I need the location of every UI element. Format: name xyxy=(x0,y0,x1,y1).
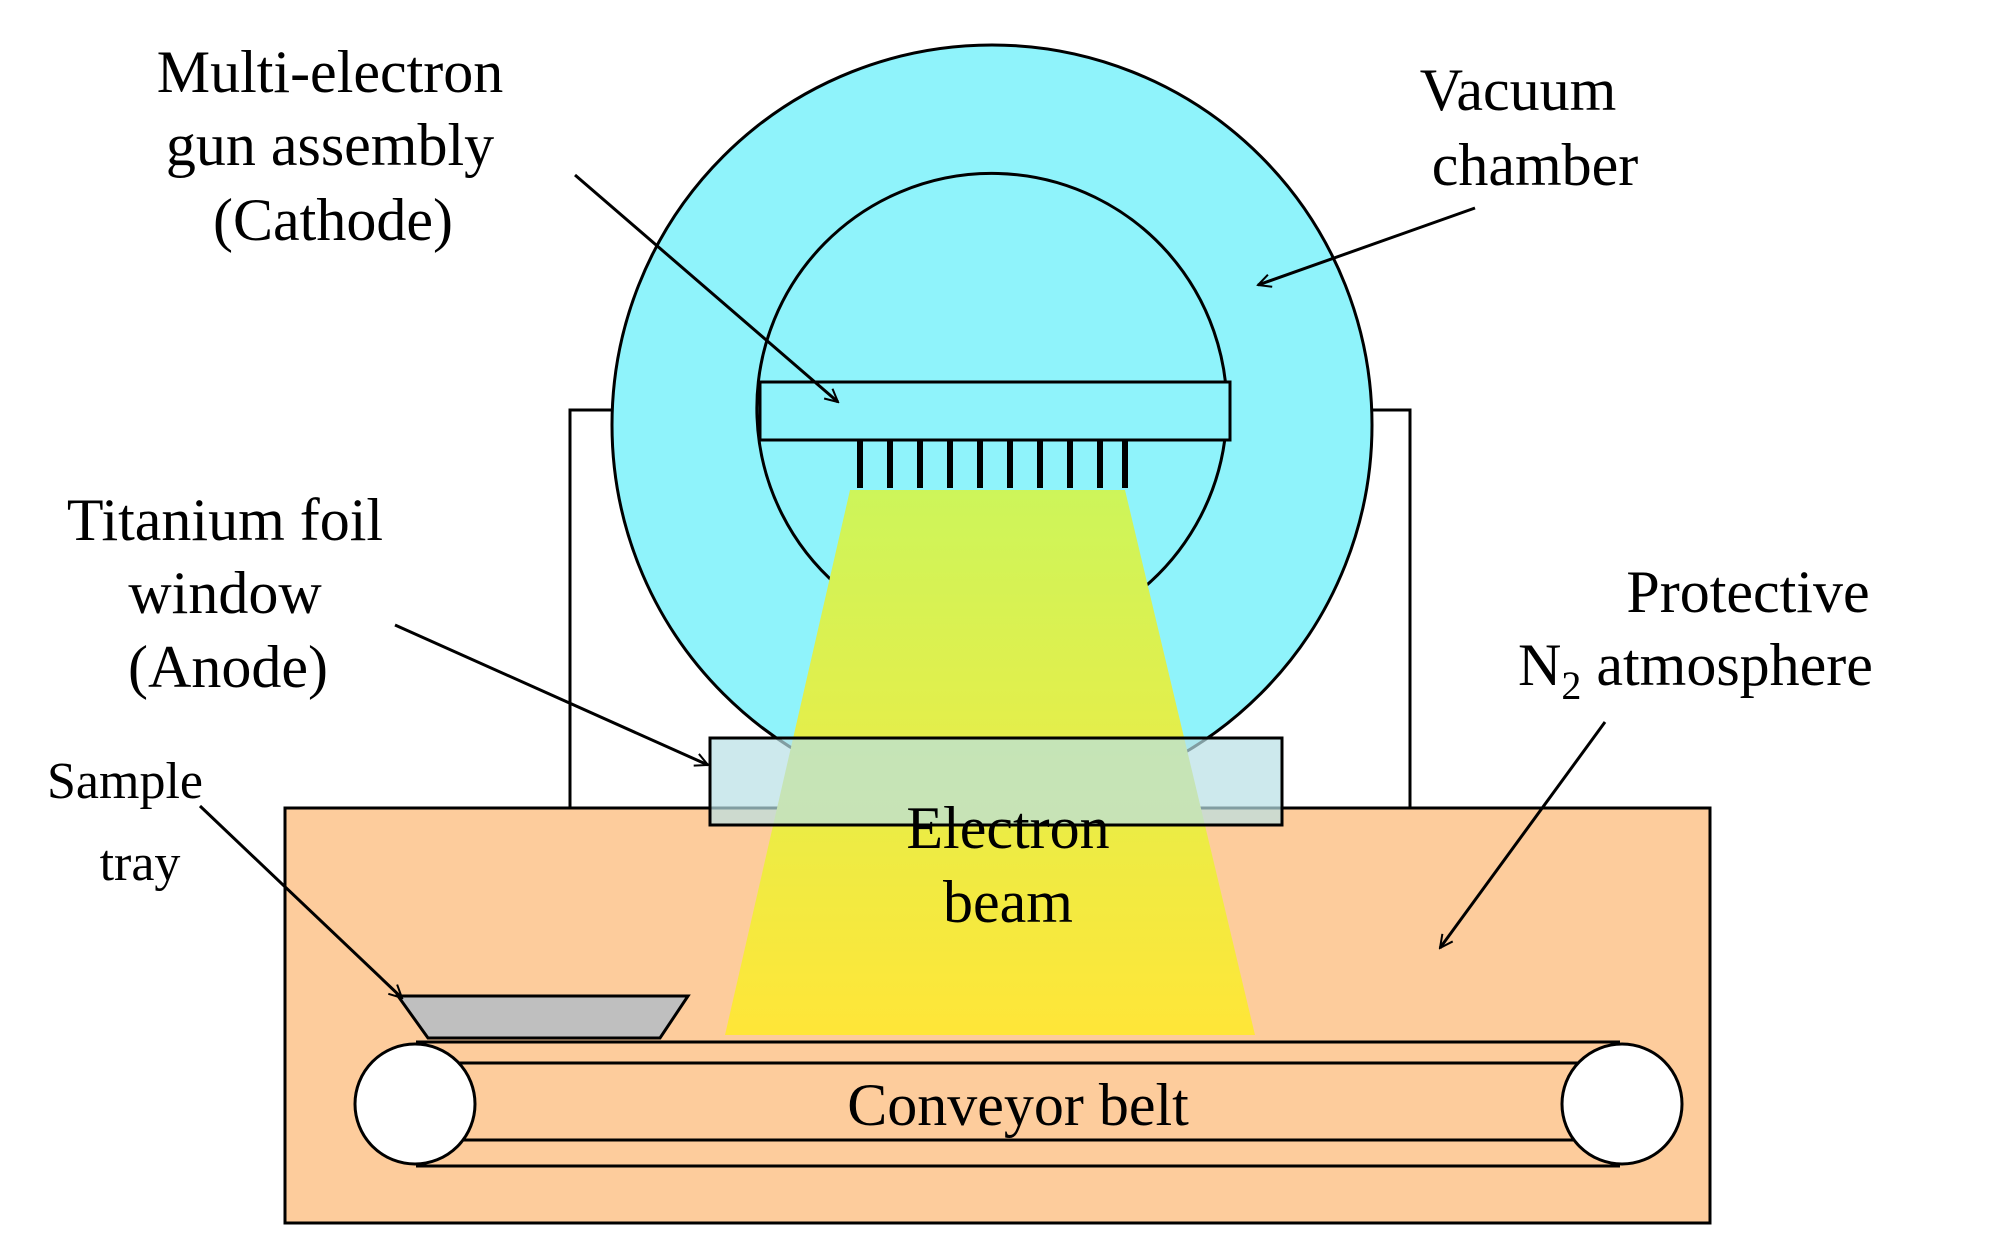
svg-text:Vacuum: Vacuum xyxy=(1420,57,1617,123)
label-titanium-foil: Titanium foil window (Anode) xyxy=(67,487,383,700)
svg-text:Titanium foil: Titanium foil xyxy=(67,487,383,553)
label-gun-assembly: Multi-electron gun assembly (Cathode) xyxy=(157,39,504,253)
arrow-foil xyxy=(394,623,708,765)
svg-text:gun assembly: gun assembly xyxy=(166,112,494,178)
svg-text:Electron: Electron xyxy=(906,795,1109,861)
arrow-gun xyxy=(574,173,838,402)
svg-text:chamber: chamber xyxy=(1432,132,1639,198)
leader-arrows xyxy=(198,173,1607,998)
conveyor-roller-right xyxy=(1560,1042,1684,1166)
arrow-vacuum xyxy=(1258,206,1476,285)
svg-text:beam: beam xyxy=(943,869,1073,935)
svg-text:tray: tray xyxy=(100,835,181,892)
label-sample-tray: Sample tray xyxy=(47,753,203,892)
label-vacuum-chamber: Vacuum chamber xyxy=(1420,57,1639,198)
label-electron-beam: Electron beam xyxy=(906,795,1109,935)
svg-text:Multi-electron: Multi-electron xyxy=(157,39,504,105)
label-conveyor-belt: Conveyor belt xyxy=(847,1072,1189,1138)
svg-text:(Cathode): (Cathode) xyxy=(213,187,453,253)
label-protective-atmosphere: Protective N2 atmosphere xyxy=(1518,559,1873,708)
arrow-sample xyxy=(198,804,402,998)
electron-emitters xyxy=(857,440,1128,488)
svg-text:window: window xyxy=(128,560,322,626)
sample-tray xyxy=(395,994,691,1040)
conveyor-belt xyxy=(353,1040,1684,1168)
conveyor-roller-left xyxy=(353,1042,477,1166)
svg-text:Protective: Protective xyxy=(1626,559,1869,625)
svg-text:(Anode): (Anode) xyxy=(128,634,328,700)
cathode-bar xyxy=(758,380,1232,442)
arrow-protective xyxy=(1440,721,1607,948)
svg-text:Sample: Sample xyxy=(47,753,203,810)
titanium-foil-window xyxy=(708,736,1284,827)
svg-text:N2 atmosphere: N2 atmosphere xyxy=(1518,632,1873,708)
